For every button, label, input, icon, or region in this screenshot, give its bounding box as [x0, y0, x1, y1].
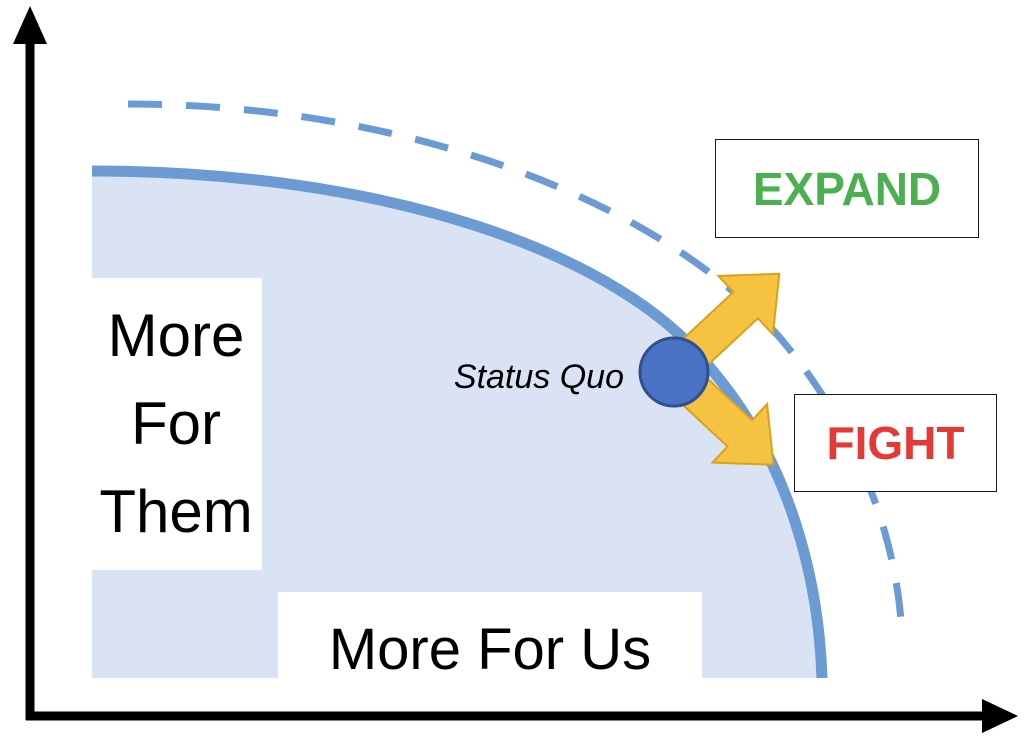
status-quo-label-box: Status Quo: [384, 352, 624, 402]
y-axis-label-box: More For Them: [90, 278, 262, 570]
y-axis-label: More For Them: [99, 302, 253, 545]
x-axis-label: More For Us: [328, 616, 652, 682]
feasible-region: [92, 171, 822, 678]
x-axis-label-box: More For Us: [278, 592, 702, 692]
status-quo-dot: [638, 336, 710, 408]
expand-box: EXPAND: [715, 139, 979, 238]
expand-label: EXPAND: [752, 162, 942, 215]
arrow-up-icon: [13, 6, 47, 44]
current-frontier: [91, 165, 828, 679]
fight-box: FIGHT: [794, 394, 997, 492]
fight-label: FIGHT: [826, 417, 965, 469]
status-quo-label: Status Quo: [453, 357, 624, 396]
arrow-right-icon: [982, 699, 1018, 733]
